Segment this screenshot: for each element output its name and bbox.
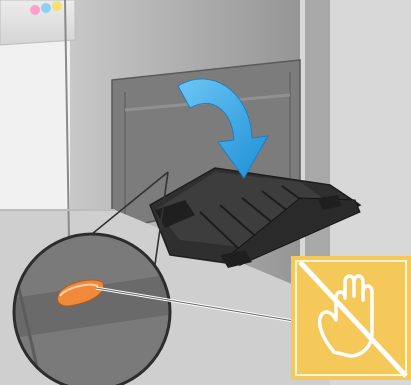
no-touch-hand-icon: [291, 256, 411, 380]
